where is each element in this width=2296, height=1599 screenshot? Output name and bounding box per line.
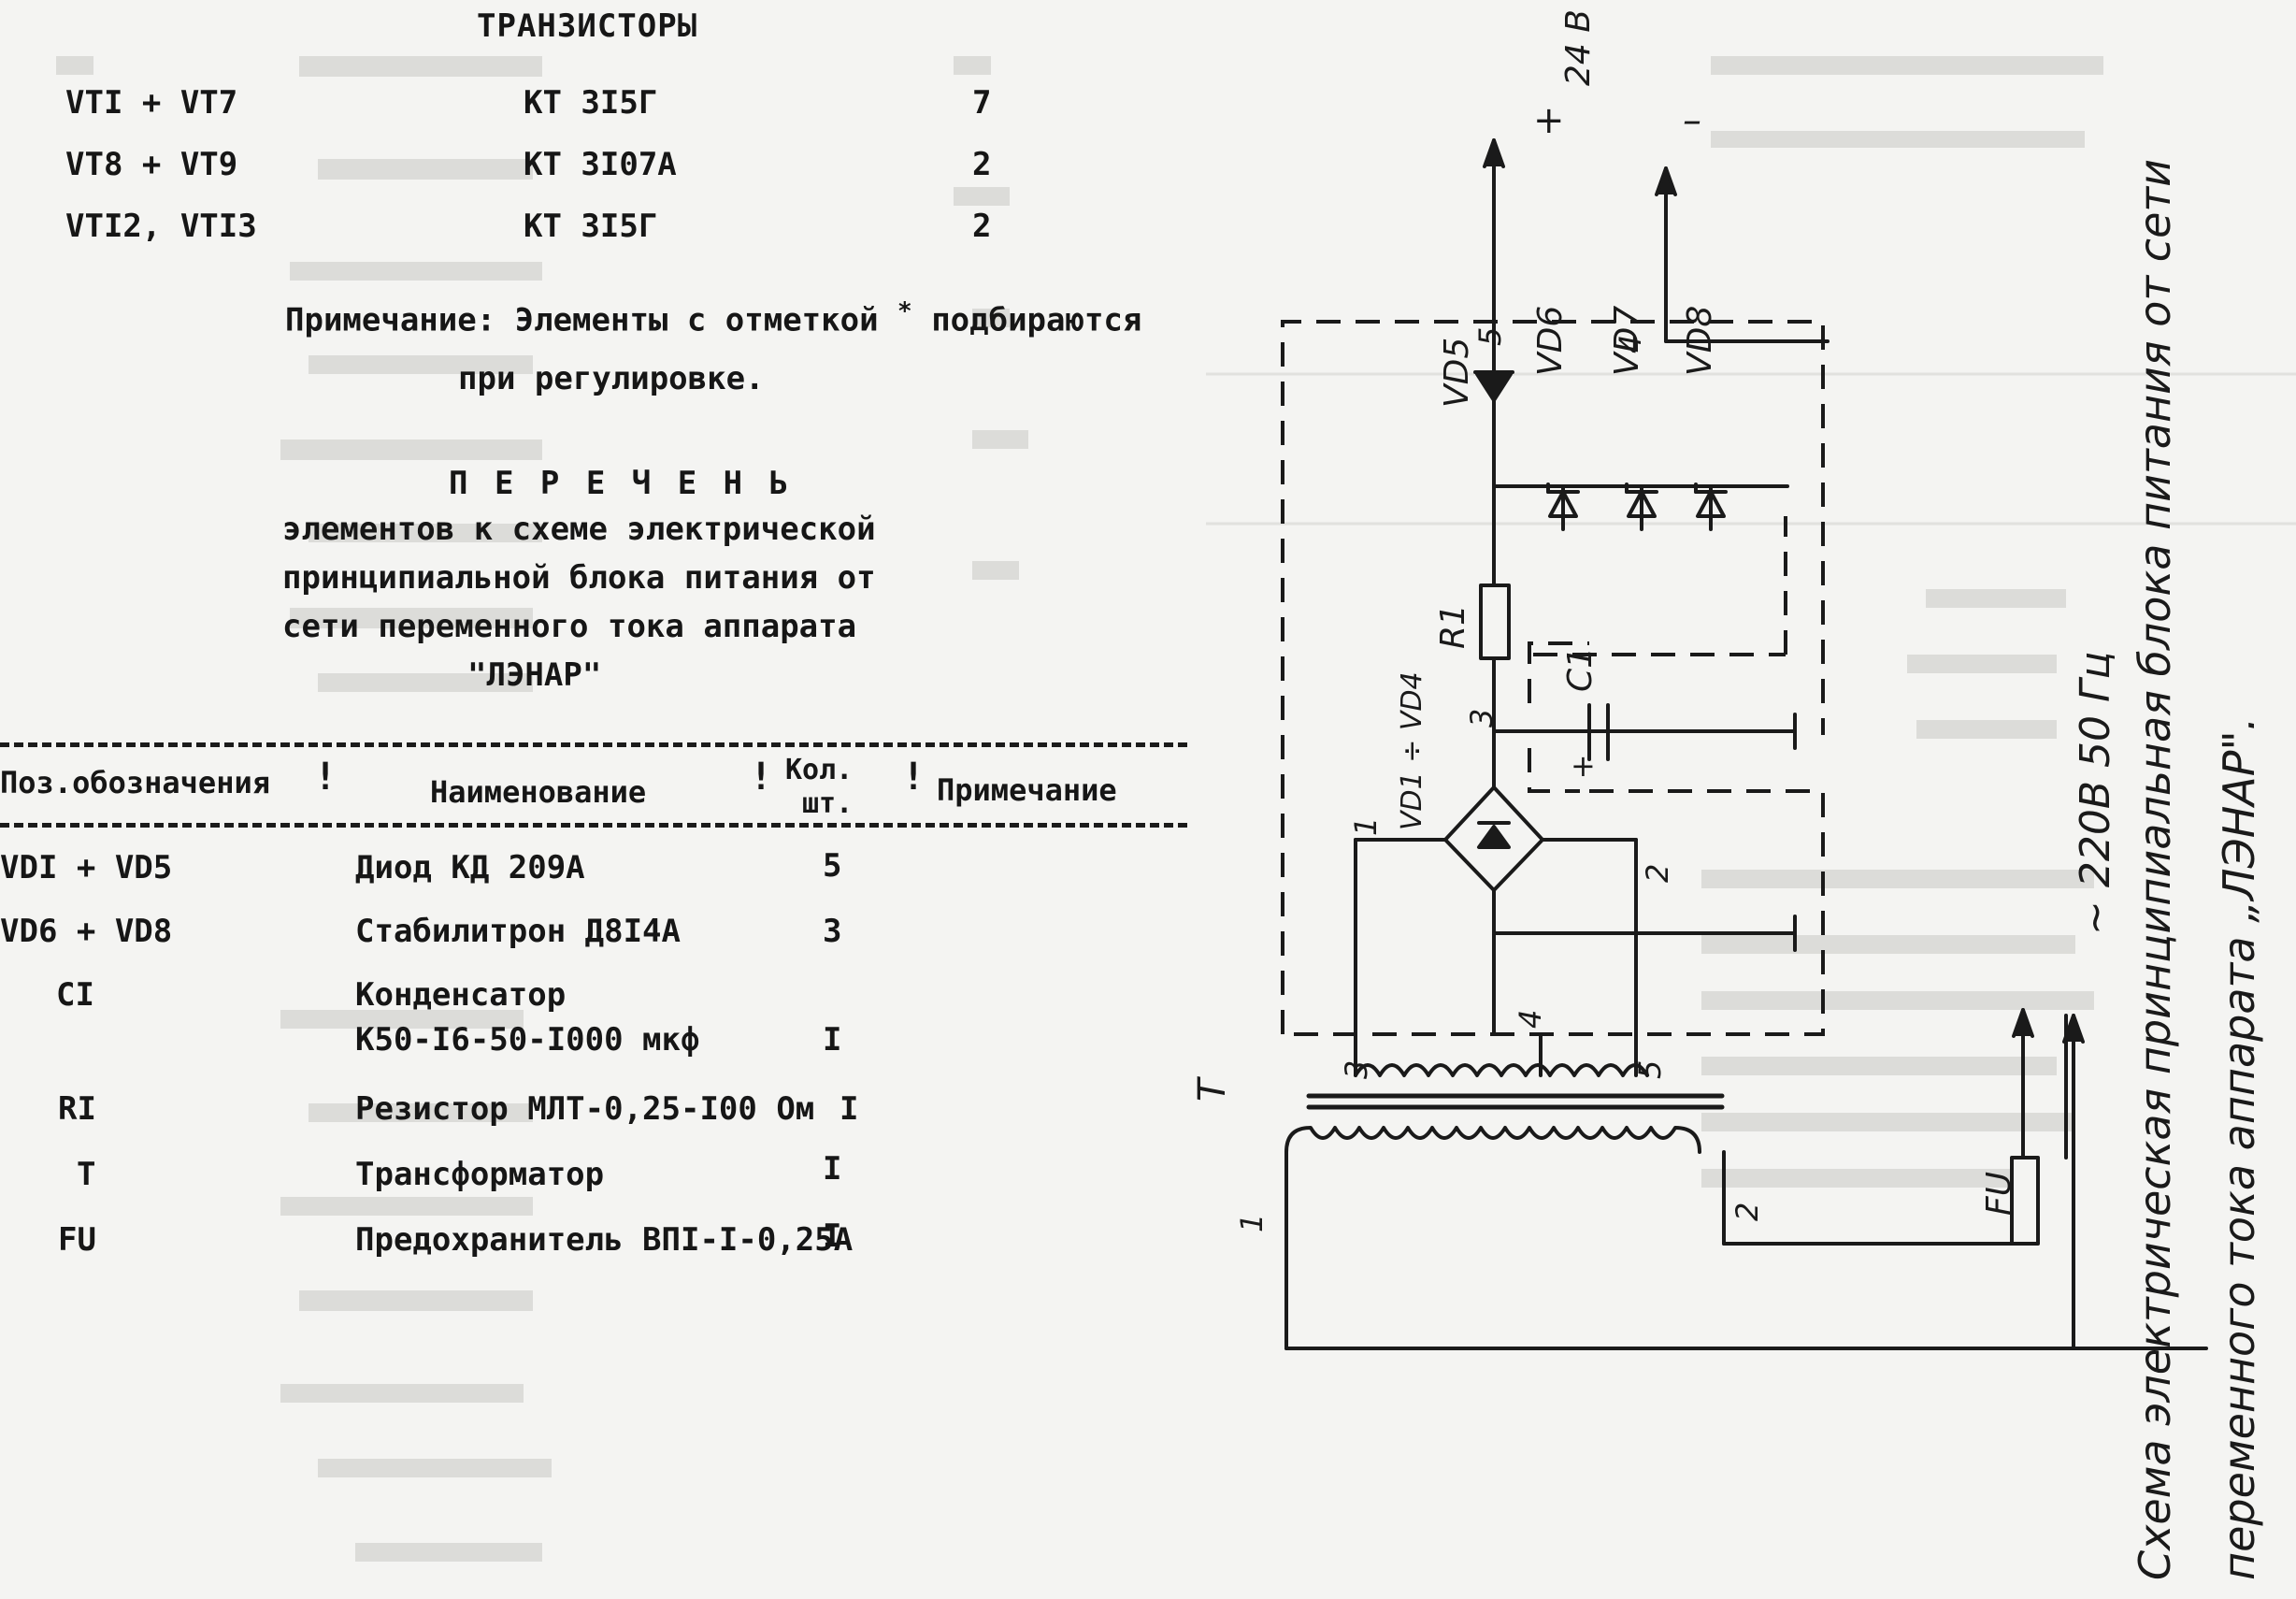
list-title: П Е Р Е Ч Е Н Ь: [449, 465, 793, 502]
transistor-qty: 2: [972, 146, 992, 183]
transistors-heading: ТРАНЗИСТОРЫ: [477, 7, 698, 45]
list-subtitle-line: принципиальной блока питания от: [282, 559, 876, 597]
table-row-name: Резистор МЛТ-0,25-I00 Ом: [355, 1090, 815, 1128]
list-subtitle-line: сети переменного тока аппарата: [282, 608, 857, 645]
output-plus-label: +: [1533, 99, 1565, 142]
note-mark: *: [897, 297, 912, 325]
caption-line: переменного тока аппарата „ЛЭНАР".: [2214, 716, 2264, 1580]
mains-label: ~ 220В 50 Гц: [2072, 652, 2119, 935]
table-top-rule: [0, 742, 1187, 747]
table-row-pos: VDI + VD5: [0, 849, 173, 886]
table-row-pos: CI: [56, 976, 94, 1014]
caption-line: Схема электрическая принципиальная блока…: [2130, 158, 2180, 1580]
pin-label: 5: [1472, 327, 1508, 346]
note-line-2: при регулировке.: [458, 360, 765, 397]
list-subtitle-line: элементов к схеме электрической: [282, 511, 876, 548]
header-divider: !: [750, 756, 773, 799]
table-row-name: Диод КД 209А: [355, 849, 585, 886]
vd5-label: VD5: [1438, 338, 1476, 408]
table-row-qty: I: [823, 1217, 842, 1255]
header-divider: !: [314, 756, 337, 799]
table-row-qty: 5: [823, 847, 842, 885]
output-voltage-label: 24 В: [1559, 9, 1598, 86]
transistor-pos: VTI + VT7: [65, 84, 238, 122]
schematic-drawing: 24 В + – VD5 VD6 VD7 VD8 R1 C1 + VD1 ÷ V…: [1191, 9, 2208, 1350]
table-row-pos: VD6 + VD8: [0, 913, 173, 950]
transistor-qty: 2: [972, 208, 992, 245]
table-row-pos: RI: [58, 1090, 96, 1128]
vd8-label: VD8: [1681, 306, 1719, 376]
table-row-name: Трансформатор: [355, 1156, 605, 1193]
bridge-label: VD1 ÷ VD4: [1396, 671, 1428, 830]
table-header-rule: [0, 823, 1187, 828]
table-row-pos: FU: [58, 1221, 96, 1259]
table-row-name: Предохранитель ВПI-I-0,25А: [355, 1221, 854, 1259]
pin-label: 4: [1613, 335, 1648, 353]
pin-label: 3: [1464, 709, 1500, 727]
transistor-name: КТ 3I07А: [524, 146, 677, 183]
r1-label: R1: [1434, 604, 1472, 649]
output-minus-label: –: [1683, 99, 1701, 142]
transistor-pos: VT8 + VT9: [65, 146, 238, 183]
pin-label: 2: [1640, 864, 1675, 883]
winding-pin-label: 4: [1513, 1010, 1548, 1029]
table-row-name: Стабилитрон Д8I4А: [355, 913, 681, 950]
transistor-name: КТ 3I5Г: [524, 84, 658, 122]
header-name: Наименование: [430, 774, 647, 810]
note-line-1: Примечание: Элементы с отметкой * подбир…: [285, 297, 1141, 339]
vd7-label: VD7: [1608, 306, 1646, 376]
vd6-label: VD6: [1531, 306, 1570, 376]
table-row-pos: T: [77, 1156, 96, 1193]
power-supply-schematic: 24 В + – VD5 VD6 VD7 VD8 R1 C1 + VD1 ÷ V…: [1187, 0, 2296, 1595]
note-text: Примечание: Элементы с отметкой: [285, 301, 879, 339]
fuse-label: FU: [1980, 1172, 2018, 1216]
pin-label: 1: [1348, 817, 1384, 836]
c1-label: C1: [1561, 647, 1600, 692]
header-divider: !: [902, 756, 926, 799]
header-pos: Поз.обозначения: [0, 765, 270, 800]
list-subtitle-line: "ЛЭНАР": [467, 656, 602, 694]
table-row-name: Конденсатор: [355, 976, 567, 1014]
table-row-qty: 3: [823, 913, 842, 950]
schematic-caption: Схема электрическая принципиальная блока…: [2113, 159, 2281, 1580]
header-qty-unit: шт.: [802, 787, 854, 820]
note-text-end: подбираются: [931, 301, 1142, 339]
winding-pin-label: 2: [1729, 1203, 1765, 1221]
transistor-pos: VTI2, VTI3: [65, 208, 257, 245]
transistor-name: КТ 3I5Г: [524, 208, 658, 245]
transformer-label: T: [1191, 1075, 1234, 1102]
table-row-qty: I: [823, 1021, 842, 1059]
transistor-qty: 7: [972, 84, 992, 122]
table-row-name-detail: К50-I6-50-I000 мкф: [355, 1021, 700, 1059]
winding-pin-label: 1: [1234, 1214, 1270, 1232]
header-qty: Кол.: [785, 754, 854, 786]
c1-plus-label: +: [1571, 748, 1596, 784]
table-row-qty: I: [839, 1090, 859, 1128]
winding-pin-label: 3: [1339, 1060, 1374, 1079]
winding-pin-label: 5: [1632, 1060, 1668, 1079]
table-row-qty: I: [823, 1150, 842, 1188]
header-note: Примечание: [937, 772, 1117, 808]
